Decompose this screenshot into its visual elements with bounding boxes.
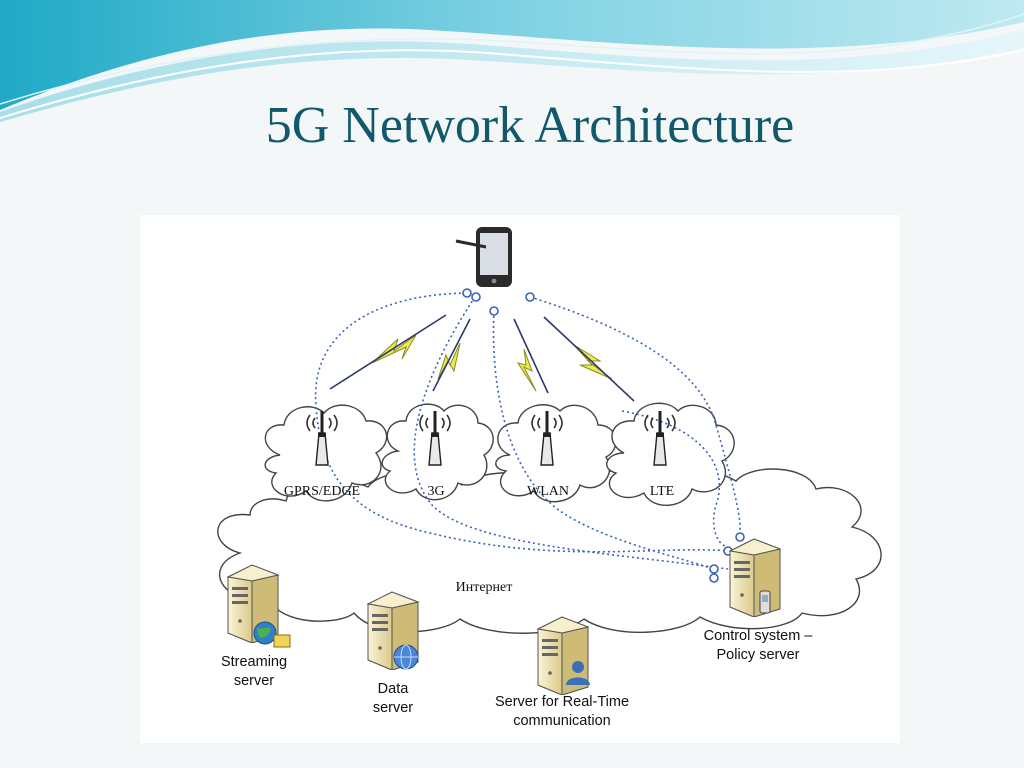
policy-server-label: Control system – xyxy=(704,628,814,644)
link-endpoints xyxy=(462,288,745,583)
header-wave-top xyxy=(0,0,1024,110)
tablet-device-icon xyxy=(455,227,512,287)
link-3g-device xyxy=(413,296,729,570)
wireless-signals xyxy=(371,334,613,392)
link-lte-device xyxy=(529,296,742,536)
streaming-server-label: server xyxy=(234,673,274,689)
streaming-server-label: Streaming xyxy=(221,654,287,670)
data-server-label: Data xyxy=(378,681,410,697)
real-time-server-label: Server for Real-Time xyxy=(495,694,629,710)
cloud-lte xyxy=(606,402,735,507)
policy-server-icon xyxy=(729,538,781,617)
policy-server-label: Policy server xyxy=(717,647,800,663)
access-network-label: LTE xyxy=(650,484,674,499)
folder-icon xyxy=(273,634,291,648)
signal-lines xyxy=(329,314,635,402)
lightning-icon xyxy=(516,348,537,392)
dotted-links xyxy=(314,292,742,572)
data-server-label: server xyxy=(373,700,413,716)
access-network-label: GPRS/EDGE xyxy=(284,484,360,499)
globe-icon xyxy=(253,621,277,645)
access-network-label: WLAN xyxy=(527,484,569,499)
header-wave-line-2 xyxy=(0,13,1024,105)
network-diagram: GPRS/EDGE 3G WLAN LTE Интернет Streaming… xyxy=(140,215,900,743)
globe-icon xyxy=(393,644,419,670)
internet-label: Интернет xyxy=(456,580,513,595)
link-gprs-device xyxy=(314,292,731,553)
cloud-wlan xyxy=(495,404,617,503)
link-wlan-device xyxy=(492,310,717,572)
slide-title: 5G Network Architecture xyxy=(265,97,795,154)
header-wave-line xyxy=(0,49,1024,119)
mobile-phone-icon xyxy=(759,590,771,614)
user-icon xyxy=(566,661,590,685)
access-network-label: 3G xyxy=(427,484,444,499)
header-wave-light xyxy=(0,30,1024,122)
real-time-server-label: communication xyxy=(513,713,611,729)
